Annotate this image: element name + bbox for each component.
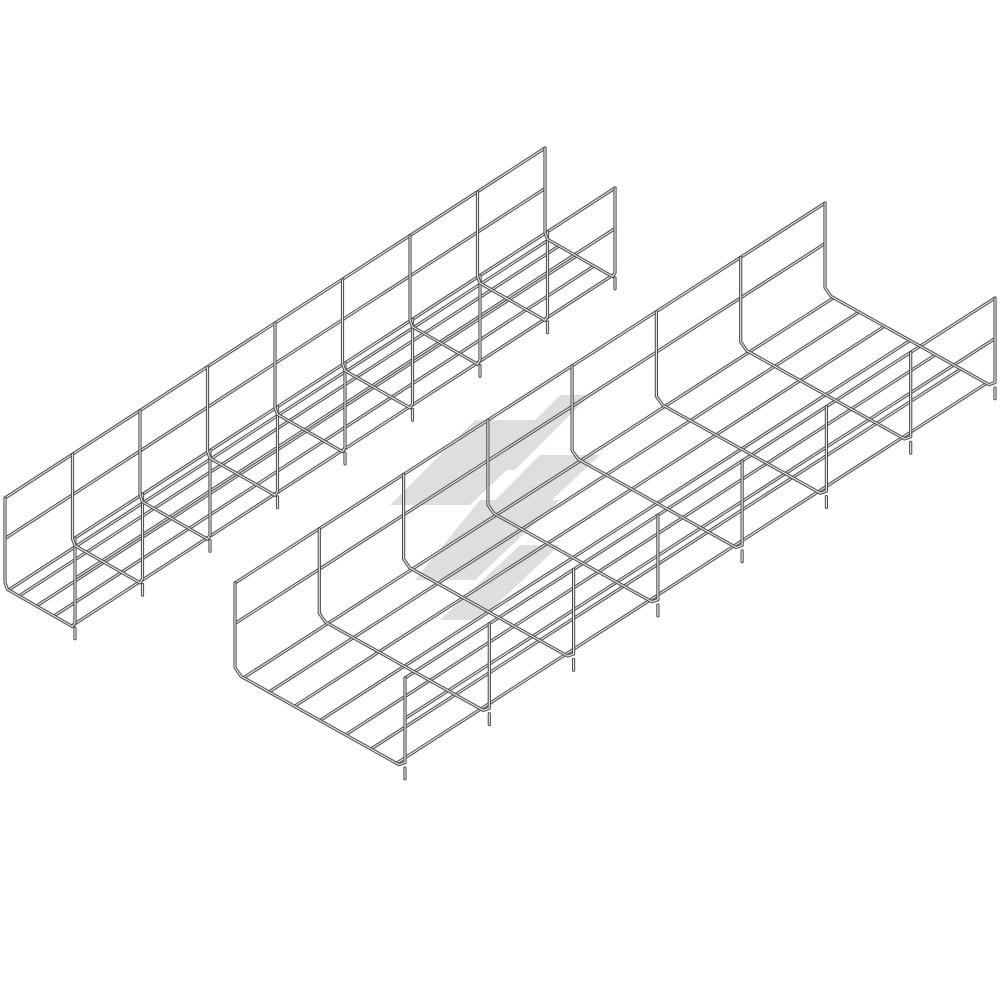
cross-wire-1-highlight bbox=[71, 453, 144, 584]
cross-wire-3-highlight bbox=[487, 419, 659, 603]
cross-wire-6-highlight bbox=[409, 234, 481, 365]
cross-wire-6-highlight bbox=[740, 256, 912, 440]
narrow-wire-mesh-cable-tray bbox=[3, 146, 617, 641]
cross-wire-0-highlight bbox=[4, 497, 76, 628]
floor-wire-3-highlight bbox=[319, 339, 911, 722]
front-wall-wire-1-highlight bbox=[404, 297, 996, 679]
cross-wire-7-highlight bbox=[476, 191, 549, 321]
cross-wire-3-highlight bbox=[206, 366, 279, 496]
cross-wire-4-highlight bbox=[571, 365, 743, 548]
floor-wire-4-highlight bbox=[293, 325, 886, 707]
cross-wire-0-highlight bbox=[234, 582, 406, 766]
cross-wire-1-highlight bbox=[318, 528, 490, 711]
back-wall-wire-1-highlight bbox=[234, 202, 826, 584]
back-wall-wire-0-highlight bbox=[234, 242, 826, 625]
floor-wire-2-highlight bbox=[344, 354, 937, 736]
wide-wire-mesh-cable-tray bbox=[233, 201, 997, 781]
cross-wire-2-highlight bbox=[139, 409, 211, 540]
cross-wire-8-highlight bbox=[544, 147, 616, 278]
floor-wire-0-highlight bbox=[395, 382, 988, 764]
cross-wire-5-highlight bbox=[341, 278, 414, 409]
logo-watermark bbox=[390, 395, 600, 620]
cross-wire-2-highlight bbox=[403, 473, 575, 657]
floor-wire-5-highlight bbox=[268, 311, 860, 693]
floor-wire-1-highlight bbox=[370, 368, 962, 750]
cross-wire-4-highlight bbox=[274, 322, 346, 453]
cross-wire-5-highlight bbox=[655, 311, 827, 494]
floor-wire-6-highlight bbox=[242, 297, 835, 679]
cross-wire-7-highlight bbox=[824, 202, 996, 386]
